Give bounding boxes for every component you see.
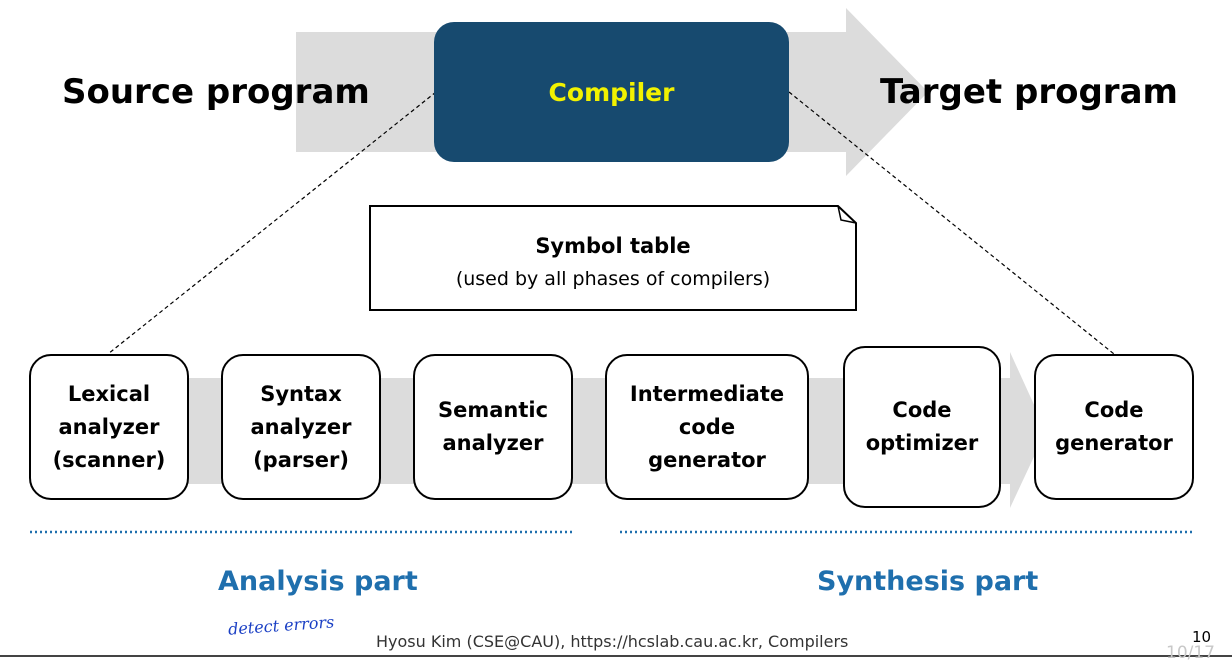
phase-semantic-analyzer: Semantic analyzer [413, 354, 573, 500]
analysis-part-label: Analysis part [218, 566, 418, 597]
source-program-label: Source program [62, 72, 370, 112]
footer-credit: Hyosu Kim (CSE@CAU), https://hcslab.cau.… [376, 632, 849, 651]
phase-code-optimizer: Code optimizer [843, 346, 1001, 508]
page-number: 10 [1192, 628, 1212, 646]
synthesis-part-label: Synthesis part [817, 566, 1039, 597]
symbol-table-box [369, 205, 857, 311]
folded-corner [837, 205, 857, 224]
phase-intermediate-code-generator: Intermediate code generator [605, 354, 809, 500]
phase-syntax-analyzer: Syntax analyzer (parser) [221, 354, 381, 500]
compiler-label: Compiler [548, 77, 675, 107]
page-fraction: 10/17 [1166, 643, 1215, 663]
phase-lexical-analyzer: Lexical analyzer (scanner) [29, 354, 189, 500]
compiler-box: Compiler [434, 22, 789, 162]
symbol-table-title: Symbol table [535, 234, 691, 258]
phase-code-generator: Code generator [1034, 354, 1194, 500]
target-program-label: Target program [880, 72, 1178, 112]
symbol-table-subtitle: (used by all phases of compilers) [455, 268, 771, 290]
bottom-flow-arrow [160, 352, 1046, 508]
